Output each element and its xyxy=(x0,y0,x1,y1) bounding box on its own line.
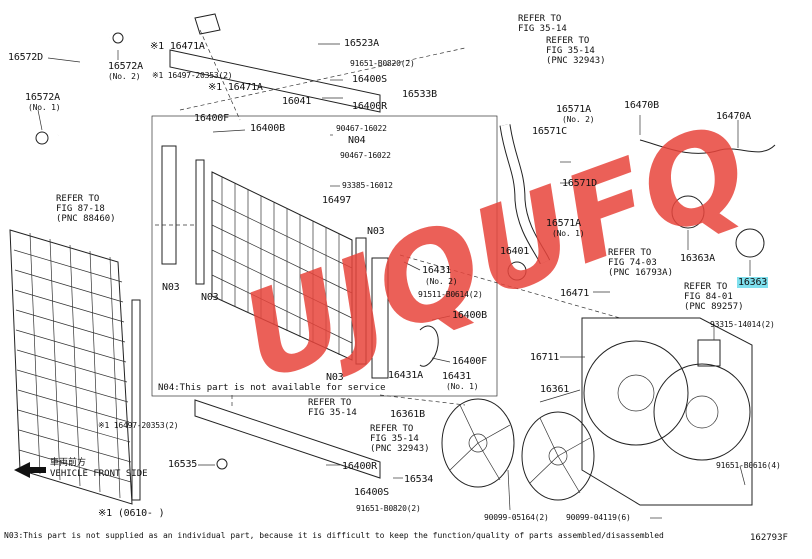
part-note-16571a-no2: (No. 2) xyxy=(562,115,595,124)
leader-lines xyxy=(37,43,751,519)
part-label-16363a[interactable]: 16363A xyxy=(680,253,715,264)
vehicle-front-arrow-icon xyxy=(14,462,46,478)
part-label-16471[interactable]: 16471 xyxy=(560,288,590,299)
radiator-group-frame xyxy=(151,115,498,397)
part-label-16497-top[interactable]: ※1 16497-20353(2) xyxy=(152,71,233,80)
part-label-16400b-mid[interactable]: 16400B xyxy=(452,310,487,321)
part-label-16400r-bottom[interactable]: 16400R xyxy=(342,461,377,472)
part-label-93315[interactable]: 93315-14014(2) xyxy=(710,320,775,329)
refer-to-fig-35-14-d[interactable]: REFER TO FIG 35-14 (PNC 32943) xyxy=(370,424,430,454)
part-label-90099-a[interactable]: 90099-05164(2) xyxy=(484,513,549,522)
vehicle-front-label-jp: 車両前方 xyxy=(50,458,87,468)
part-label-16471a-mid[interactable]: ※1 16471A xyxy=(208,82,263,93)
radiator-core-drawing xyxy=(161,145,389,379)
part-label-16572a-no2[interactable]: 16572A xyxy=(108,61,143,72)
part-label-16534[interactable]: 16534 xyxy=(404,474,434,485)
part-label-16361[interactable]: 16361 xyxy=(540,384,570,395)
part-label-16572a-no1[interactable]: 16572A xyxy=(25,92,60,103)
part-label-90467-a[interactable]: 90467-16022 xyxy=(336,124,387,133)
part-label-90099-b[interactable]: 90099-04119(6) xyxy=(566,513,631,522)
part-note-16572a-no2: (No. 2) xyxy=(108,72,141,81)
refer-to-fig-87-18[interactable]: REFER TO FIG 87-18 (PNC 88460) xyxy=(56,194,116,224)
part-label-91651-right[interactable]: 91651-B0616(4) xyxy=(716,461,781,470)
part-label-16431-no2[interactable]: 16431 xyxy=(422,265,452,276)
part-label-16361b[interactable]: 16361B xyxy=(390,409,425,420)
part-label-16041[interactable]: 16041 xyxy=(282,96,312,107)
part-label-16401[interactable]: 16401 xyxy=(500,246,530,257)
part-label-16571a-no2[interactable]: 16571A xyxy=(556,104,591,115)
fan-shroud-drawing xyxy=(581,317,753,506)
part-label-16400f-top[interactable]: 16400F xyxy=(194,113,229,124)
part-label-91651-top[interactable]: 91651-B0820(2) xyxy=(350,59,415,68)
refer-to-fig-35-14-b[interactable]: REFER TO FIG 35-14 (PNC 32943) xyxy=(546,36,606,66)
part-label-16571d[interactable]: 16571D xyxy=(562,178,597,189)
cooling-fan-drawing xyxy=(441,398,595,501)
fan-motor-drawing xyxy=(639,139,776,367)
part-label-16400s-bottom[interactable]: 16400S xyxy=(354,487,389,498)
note-n03: N03:This part is not supplied as an indi… xyxy=(4,531,664,540)
lower-support-drawing xyxy=(194,399,381,479)
part-note-16572a-no1: (No. 1) xyxy=(28,103,61,112)
part-label-16535[interactable]: 16535 xyxy=(168,459,198,470)
upper-hose-drawing xyxy=(35,32,124,145)
part-label-16363[interactable]: 16363 xyxy=(737,277,769,288)
part-label-16400b-top[interactable]: 16400B xyxy=(250,123,285,134)
part-label-16497-bottom[interactable]: ※1 16497-20353(2) xyxy=(98,421,179,430)
part-label-n03-a[interactable]: N03 xyxy=(162,282,180,293)
part-label-16497-mid[interactable]: 16497 xyxy=(322,195,352,206)
part-label-16471a-top[interactable]: ※1 16471A xyxy=(150,41,205,52)
part-label-16431a[interactable]: 16431A xyxy=(388,370,423,381)
part-label-n04[interactable]: N04 xyxy=(348,135,366,146)
note-n04: N04:This part is not available for servi… xyxy=(158,383,386,393)
part-label-16400r-top[interactable]: 16400R xyxy=(352,101,387,112)
part-note-16431-no1: (No. 1) xyxy=(446,382,479,391)
part-label-16431-no1[interactable]: 16431 xyxy=(442,371,472,382)
part-label-91511[interactable]: 91511-B0614(2) xyxy=(418,290,483,299)
refer-to-fig-74-03[interactable]: REFER TO FIG 74-03 (PNC 16793A) xyxy=(608,248,674,278)
refer-to-fig-35-14-c[interactable]: REFER TO FIG 35-14 xyxy=(308,398,357,418)
assembly-lines xyxy=(155,47,621,406)
part-label-16571a-no1[interactable]: 16571A xyxy=(546,218,581,229)
condenser-drawing xyxy=(9,229,141,505)
upper-support-drawing xyxy=(169,13,381,121)
part-label-16533b[interactable]: 16533B xyxy=(402,89,437,100)
vehicle-front-label: VEHICLE FRONT SIDE xyxy=(50,469,148,479)
part-label-16571c[interactable]: 16571C xyxy=(532,126,567,137)
lower-hose-drawing xyxy=(419,124,551,367)
part-label-16400s-top[interactable]: 16400S xyxy=(352,74,387,85)
part-label-16400f-mid[interactable]: 16400F xyxy=(452,356,487,367)
diagram-id: 162793F xyxy=(750,533,788,543)
part-label-16523a[interactable]: 16523A xyxy=(344,38,379,49)
part-label-n03-b[interactable]: N03 xyxy=(201,292,219,303)
refer-to-fig-84-01[interactable]: REFER TO FIG 84-01 (PNC 89257) xyxy=(684,282,744,312)
part-label-91651-bottom[interactable]: 91651-B0820(2) xyxy=(356,504,421,513)
part-label-90467-b[interactable]: 90467-16022 xyxy=(340,151,391,160)
part-note-16571a-no1: (No. 1) xyxy=(552,229,585,238)
part-label-16470a[interactable]: 16470A xyxy=(716,111,751,122)
part-note-16431-no2: (No. 2) xyxy=(425,277,458,286)
part-label-93385[interactable]: 93385-16012 xyxy=(342,181,393,190)
part-label-16711[interactable]: 16711 xyxy=(530,352,560,363)
part-label-16572d[interactable]: 16572D xyxy=(8,52,43,63)
part-label-0610: ※1 (0610- ) xyxy=(98,508,165,519)
part-label-n03-d[interactable]: N03 xyxy=(326,372,344,383)
refer-to-fig-35-14-a[interactable]: REFER TO FIG 35-14 xyxy=(518,14,567,34)
part-label-16470b[interactable]: 16470B xyxy=(624,100,659,111)
part-label-n03-c[interactable]: N03 xyxy=(367,226,385,237)
